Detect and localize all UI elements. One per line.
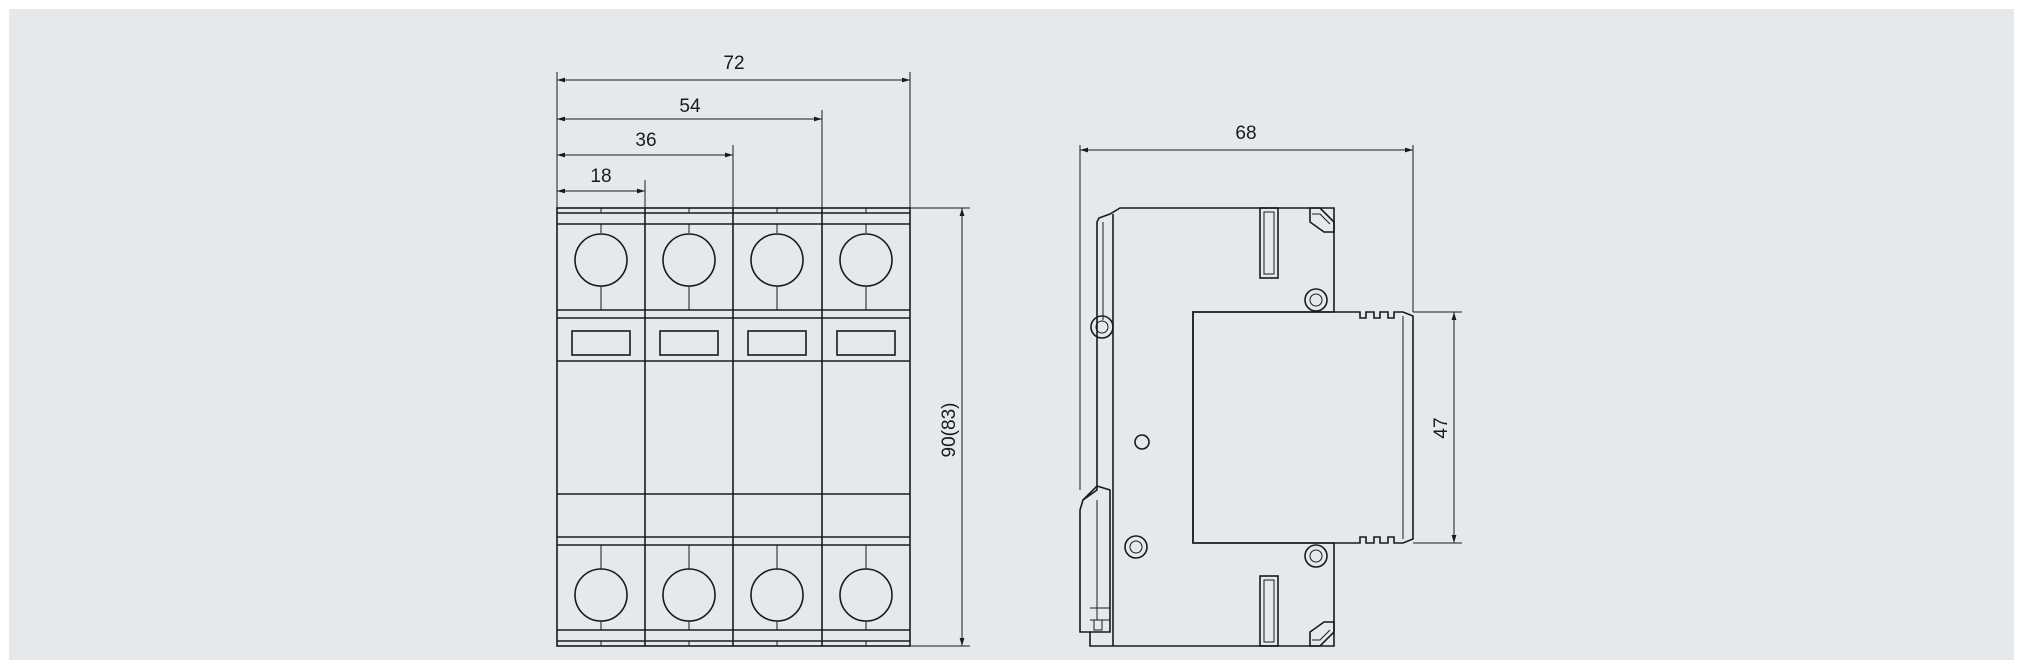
screw-icon <box>1304 288 1328 312</box>
dim-label-height: 90(83) <box>939 403 960 458</box>
dim-label-54: 54 <box>679 96 701 117</box>
pole-2 <box>659 224 719 630</box>
status-window <box>571 330 631 356</box>
indicator-hole <box>1134 434 1150 450</box>
dim-label-72: 72 <box>723 53 744 74</box>
latch-bottom <box>1309 621 1335 647</box>
terminal-screw-icon <box>662 233 716 287</box>
status-window <box>836 330 896 356</box>
terminal-screw-icon <box>839 568 893 622</box>
screw-icon <box>1304 544 1328 568</box>
housing-profile <box>1079 207 1335 647</box>
screw-icon <box>1124 535 1148 559</box>
side-view: 68 47 <box>1079 123 1462 647</box>
terminal-screw-icon <box>750 233 804 287</box>
screw-icon <box>1090 315 1114 339</box>
dim-label-18: 18 <box>590 166 611 187</box>
latch-top <box>1309 207 1335 233</box>
status-window <box>659 330 719 356</box>
terminal-screw-icon <box>574 233 628 287</box>
terminal-screw-icon <box>662 568 716 622</box>
terminal-screw-icon <box>839 233 893 287</box>
terminal-screw-icon <box>574 568 628 622</box>
status-window <box>747 330 807 356</box>
pole-3 <box>747 224 807 630</box>
bottom-slot <box>1259 575 1279 647</box>
dim-label-68: 68 <box>1235 123 1256 144</box>
drawing-panel <box>9 9 2014 660</box>
dim-label-47: 47 <box>1431 417 1452 438</box>
plug-in-module <box>1192 311 1414 544</box>
dim-label-36: 36 <box>635 130 656 151</box>
top-slot <box>1259 207 1279 279</box>
din-clip <box>1082 485 1111 633</box>
terminal-screw-icon <box>750 568 804 622</box>
pole-1 <box>571 224 631 630</box>
front-view: 72 54 36 18 90(83) <box>556 53 970 647</box>
pole-4 <box>836 224 896 630</box>
